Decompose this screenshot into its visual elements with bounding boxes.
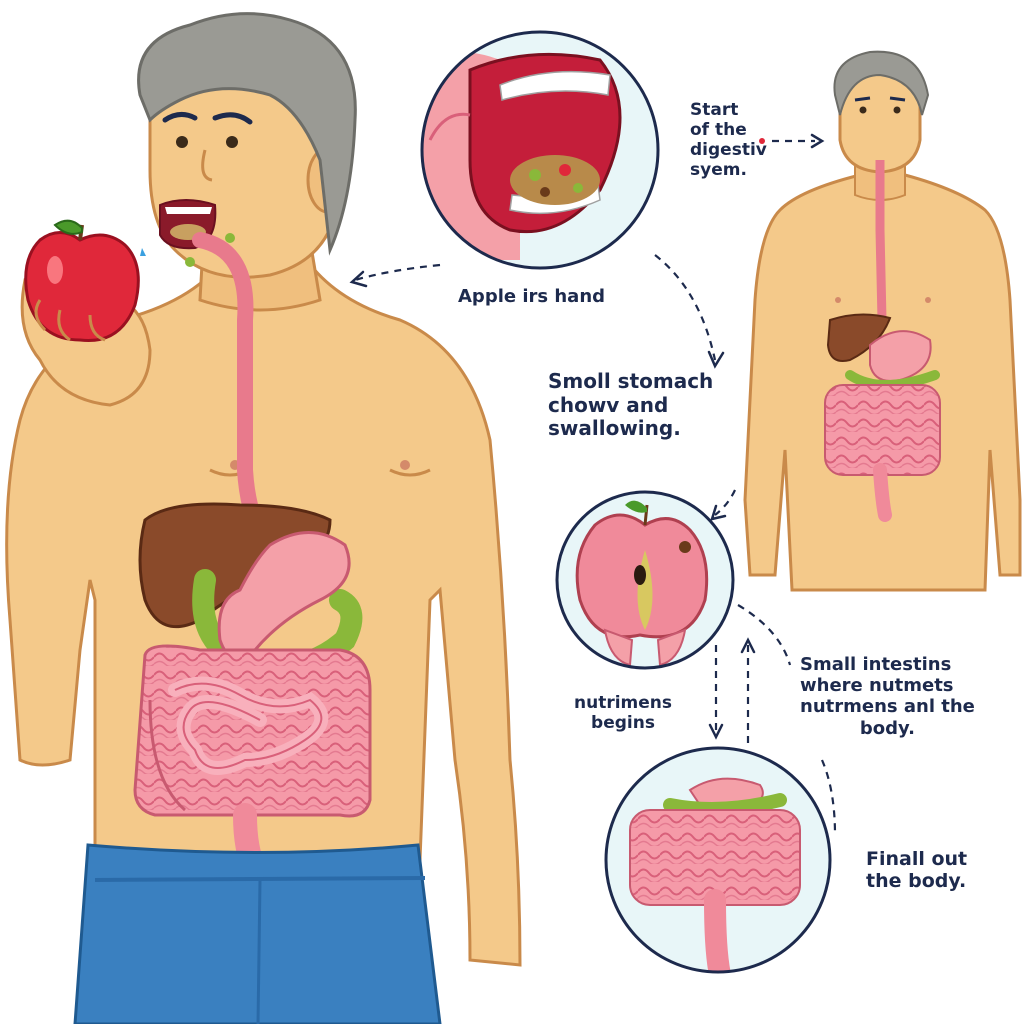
label-line: the body. <box>866 870 967 893</box>
label-line: nutrmens anl the <box>800 696 975 718</box>
label-line: Start <box>690 100 739 120</box>
label-line: begins <box>591 713 655 734</box>
label-line: body. <box>859 717 915 739</box>
label-line: digestiv <box>690 140 767 161</box>
apple-closeup <box>555 490 735 670</box>
apple-in-hand <box>24 219 140 343</box>
label-small-intestines: Small intestins where nutmets nutrmens a… <box>800 654 975 739</box>
label-line: nutrimens <box>574 693 673 713</box>
label-line: Finall out <box>866 848 968 870</box>
second-figure <box>743 50 1022 592</box>
stomach <box>217 531 351 660</box>
label-line: Smoll stomach <box>548 369 714 393</box>
label-line: of the <box>690 120 747 141</box>
label-small-stomach: Smoll stomach chowv and swallowing. <box>548 369 714 441</box>
nose <box>201 149 213 182</box>
eyebrow-right <box>212 112 253 125</box>
eyebrow-left <box>162 112 198 123</box>
label-final-out: Finall out the body. <box>866 848 967 893</box>
mouth-closeup <box>420 30 660 270</box>
teeth <box>165 207 212 214</box>
label-line: swallowing. <box>548 416 681 441</box>
label-line: syem. <box>690 160 747 181</box>
label-apple-in-hand: Apple irs hand <box>458 286 605 307</box>
arrow-heads <box>349 133 825 740</box>
label-line: chowv and <box>548 392 669 417</box>
label-line: Apple irs hand <box>458 286 606 307</box>
eye-right <box>226 136 238 148</box>
hair <box>137 12 357 256</box>
intestine-closeup <box>604 746 832 974</box>
eye-left <box>176 136 188 148</box>
flow-arrows <box>354 139 837 836</box>
main-figure <box>5 12 522 1024</box>
label-start-of-digestive-system: Start of the digestiv syem. <box>690 100 767 180</box>
label-nutrimens-begins: nutrimens begins <box>574 693 672 733</box>
label-line: where nutmets <box>800 675 954 697</box>
jeans <box>73 843 442 1024</box>
label-line: Small intestins <box>800 654 952 675</box>
